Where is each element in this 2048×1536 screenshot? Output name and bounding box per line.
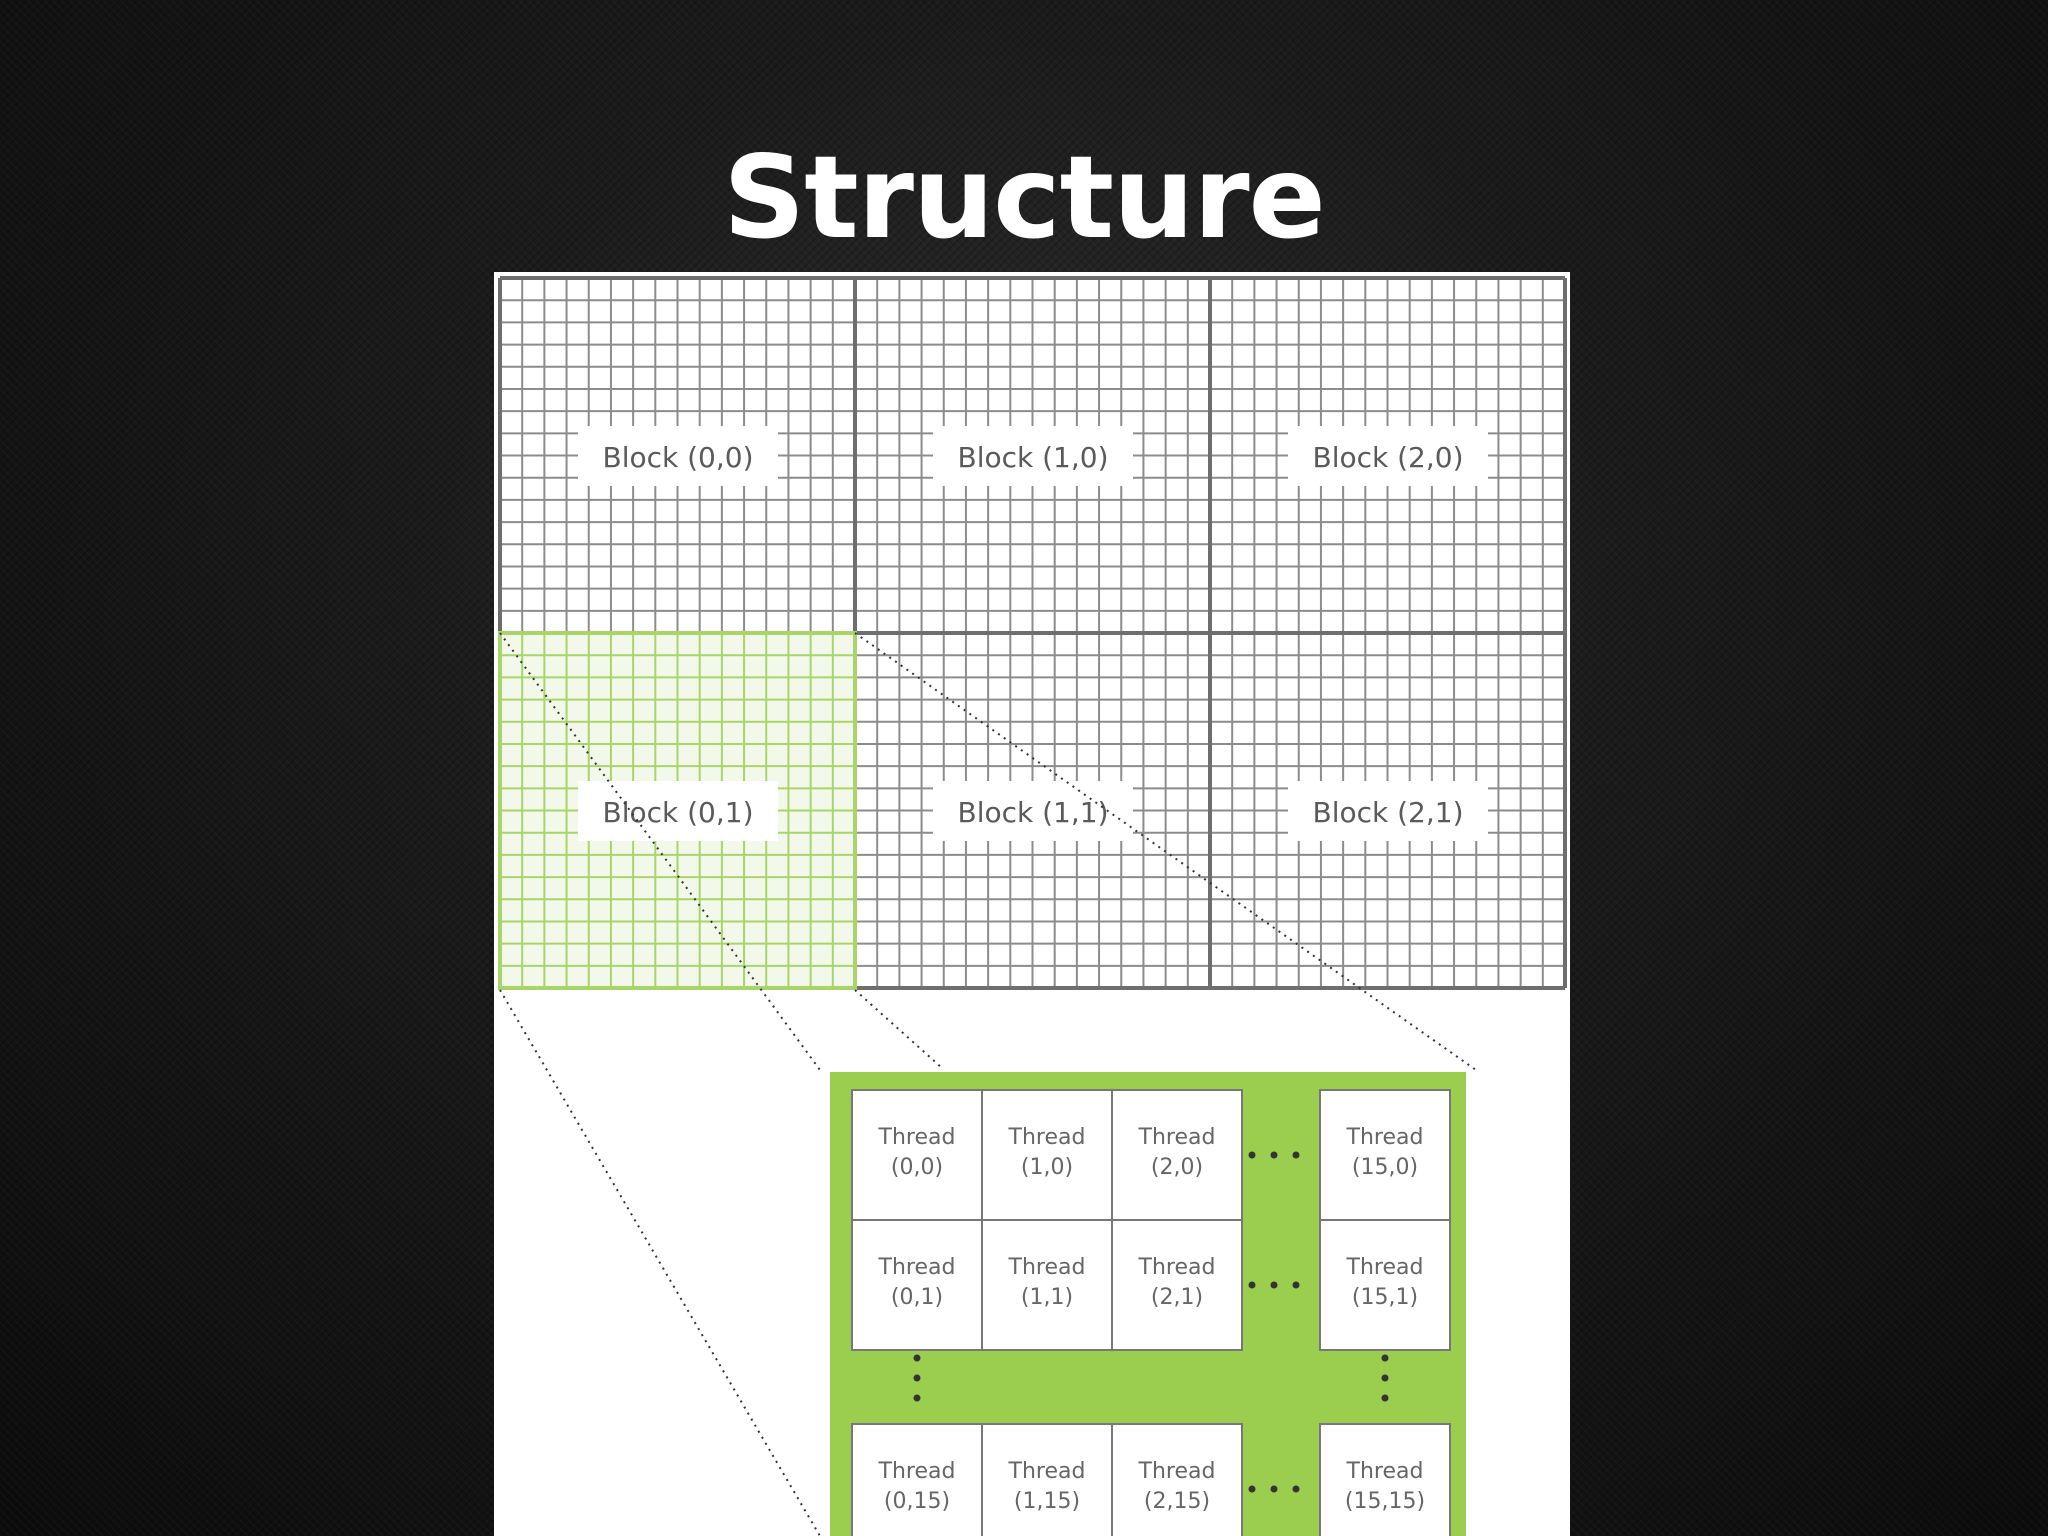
block-labels: Block (0,0) Block (1,0) Block (2,0) Block (… (578, 426, 1488, 841)
ellipsis-dot-vertical (913, 1374, 921, 1382)
thread-label-index: (15,1) (1352, 1285, 1418, 1310)
thread-label-index: (15,15) (1345, 1489, 1425, 1514)
diagram-canvas: Block (0,0) Block (1,0) Block (2,0) Block (… (498, 276, 1567, 1536)
thread-cell: Thread (2,15) (1111, 1423, 1243, 1536)
cuda-grid-diagram: Block (0,0) Block (1,0) Block (2,0) Block (… (494, 272, 1570, 1536)
thread-cell: Thread (1,15) (981, 1423, 1113, 1536)
ellipsis-dot-horizontal (1270, 1281, 1278, 1289)
block-label: Block (2,1) (1312, 796, 1463, 829)
thread-label-name: Thread (1008, 1125, 1086, 1150)
thread-label-name: Thread (878, 1125, 956, 1150)
block-label-plate (578, 426, 778, 486)
thread-label-name: Thread (1138, 1125, 1216, 1150)
thread-label-index: (1,15) (1014, 1489, 1080, 1514)
block-label: Block (0,0) (602, 441, 753, 474)
highlighted-block-outline (498, 631, 857, 990)
thread-label-name: Thread (1138, 1255, 1216, 1280)
block-label-plate (933, 781, 1133, 841)
thread-label-name: Thread (878, 1459, 956, 1484)
thread-label-name: Thread (1346, 1459, 1424, 1484)
thread-cell: Thread (1,1) (981, 1219, 1113, 1351)
block-label-plate (1288, 781, 1488, 841)
ellipsis-dot-vertical (1381, 1354, 1389, 1362)
ellipsis-dot-horizontal (1270, 1485, 1278, 1493)
ellipsis-dot-vertical (1381, 1394, 1389, 1402)
ellipsis-dot-horizontal (1248, 1281, 1256, 1289)
zoom-line (499, 989, 821, 1536)
thread-cell: Thread (1,0) (981, 1089, 1113, 1221)
thread-cell: Thread (2,1) (1111, 1219, 1243, 1351)
thread-cell: Thread (0,0) (851, 1089, 983, 1221)
thread-label-index: (0,15) (884, 1489, 950, 1514)
zoom-lines (499, 632, 1477, 1536)
zoom-line (854, 632, 1477, 1071)
thread-cell: Thread (15,1) (1319, 1219, 1451, 1351)
thread-label-name: Thread (1346, 1125, 1424, 1150)
ellipsis-dot-horizontal (1292, 1485, 1300, 1493)
ellipsis-dot-horizontal (1248, 1485, 1256, 1493)
block-label: Block (1,1) (957, 796, 1108, 829)
slide-title: Structure (723, 131, 1326, 264)
block-label: Block (0,1) (602, 796, 753, 829)
thread-cell: Thread (15,15) (1319, 1423, 1451, 1536)
thread-label-name: Thread (1008, 1459, 1086, 1484)
ellipsis-dot-horizontal (1292, 1281, 1300, 1289)
thread-label-index: (2,1) (1151, 1285, 1203, 1310)
thread-label-index: (1,1) (1021, 1285, 1073, 1310)
thread-label-index: (1,0) (1021, 1155, 1073, 1180)
thread-cell: Thread (15,0) (1319, 1089, 1451, 1221)
thread-label-index: (2,0) (1151, 1155, 1203, 1180)
ellipsis-dot-horizontal (1292, 1151, 1300, 1159)
thread-label-name: Thread (1138, 1459, 1216, 1484)
block-label-plate (933, 426, 1133, 486)
ellipsis-dot-vertical (1381, 1374, 1389, 1382)
thread-cell: Thread (2,0) (1111, 1089, 1243, 1221)
thread-block-detail: Thread (0,0) Thread (1,0) Thread (2,0) Thread (… (830, 1072, 1466, 1536)
thread-label-name: Thread (1008, 1255, 1086, 1280)
thread-label-index: (0,1) (891, 1285, 943, 1310)
block-label: Block (1,0) (957, 441, 1108, 474)
thread-label-index: (2,15) (1144, 1489, 1210, 1514)
block-grid (498, 276, 1567, 990)
block-label-plate (578, 781, 778, 841)
block-label-plate (1288, 426, 1488, 486)
thread-cell: Thread (0,1) (851, 1219, 983, 1351)
thread-label-name: Thread (878, 1255, 956, 1280)
zoom-line (854, 989, 943, 1069)
thread-label-index: (15,0) (1352, 1155, 1418, 1180)
thread-label-name: Thread (1346, 1255, 1424, 1280)
ellipsis-dot-horizontal (1270, 1151, 1278, 1159)
ellipsis-dot-vertical (913, 1354, 921, 1362)
block-label: Block (2,0) (1312, 441, 1463, 474)
ellipsis-dot-vertical (913, 1394, 921, 1402)
thread-label-index: (0,0) (891, 1155, 943, 1180)
thread-cell: Thread (0,15) (851, 1423, 983, 1536)
ellipsis-dot-horizontal (1248, 1151, 1256, 1159)
